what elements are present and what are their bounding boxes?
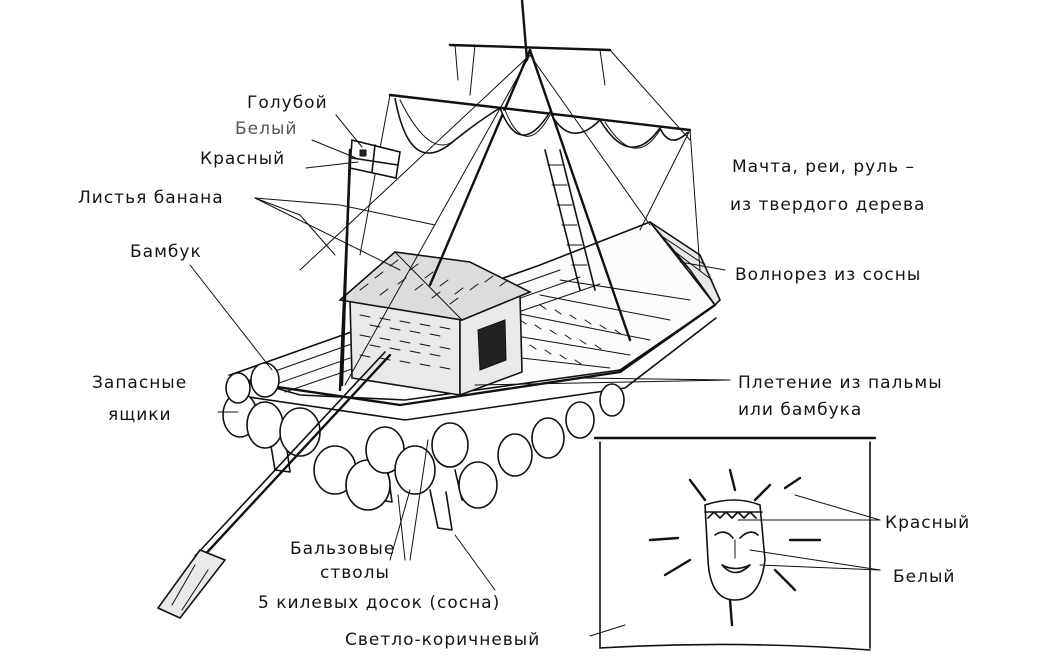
- side-beam: [228, 303, 717, 407]
- label-mast-line1: Мачта, реи, руль –: [732, 157, 915, 177]
- label-weave-line2: или бамбука: [738, 400, 862, 420]
- main-sail: [394, 97, 689, 154]
- label-bamboo: Бамбук: [130, 242, 202, 262]
- label-blue: Голубой: [247, 93, 328, 113]
- label-banana-leaves: Листья банана: [78, 188, 224, 208]
- pine-breakwater: [649, 221, 721, 307]
- bamboo-mast: [338, 163, 352, 392]
- balsa-logs: [222, 362, 625, 511]
- raft-illustration: [156, 0, 721, 619]
- label-balsa-line2: стволы: [320, 563, 390, 583]
- label-mast-line2: из твердого дерева: [730, 195, 925, 215]
- tiki-mask: [704, 499, 766, 601]
- label-light-brown: Светло-коричневый: [345, 630, 540, 650]
- label-sail-red: Красный: [885, 513, 970, 533]
- label-spare-line2: ящики: [108, 405, 172, 425]
- mast: [428, 0, 632, 342]
- label-sail-white: Белый: [893, 567, 955, 587]
- label-weave-line1: Плетение из пальмы: [738, 373, 943, 393]
- rigging: [299, 49, 701, 386]
- label-spare-line1: Запасные: [92, 373, 187, 393]
- bamboo-hut: [338, 251, 532, 397]
- label-keel-boards: 5 килевых досок (сосна): [258, 593, 500, 613]
- label-white-flag: Белый: [235, 119, 297, 139]
- label-breakwater: Волнорез из сосны: [735, 265, 921, 285]
- steering-oar: [156, 351, 392, 619]
- top-yard: [448, 43, 612, 52]
- sail-inset: [593, 436, 877, 651]
- label-red-flag: Красный: [200, 149, 285, 169]
- hut-roof: [338, 251, 532, 321]
- leader-lines: [189, 114, 881, 637]
- main-yard: [388, 93, 692, 132]
- sun-rays: [648, 468, 822, 627]
- label-balsa-line1: Бальзовые: [290, 539, 395, 559]
